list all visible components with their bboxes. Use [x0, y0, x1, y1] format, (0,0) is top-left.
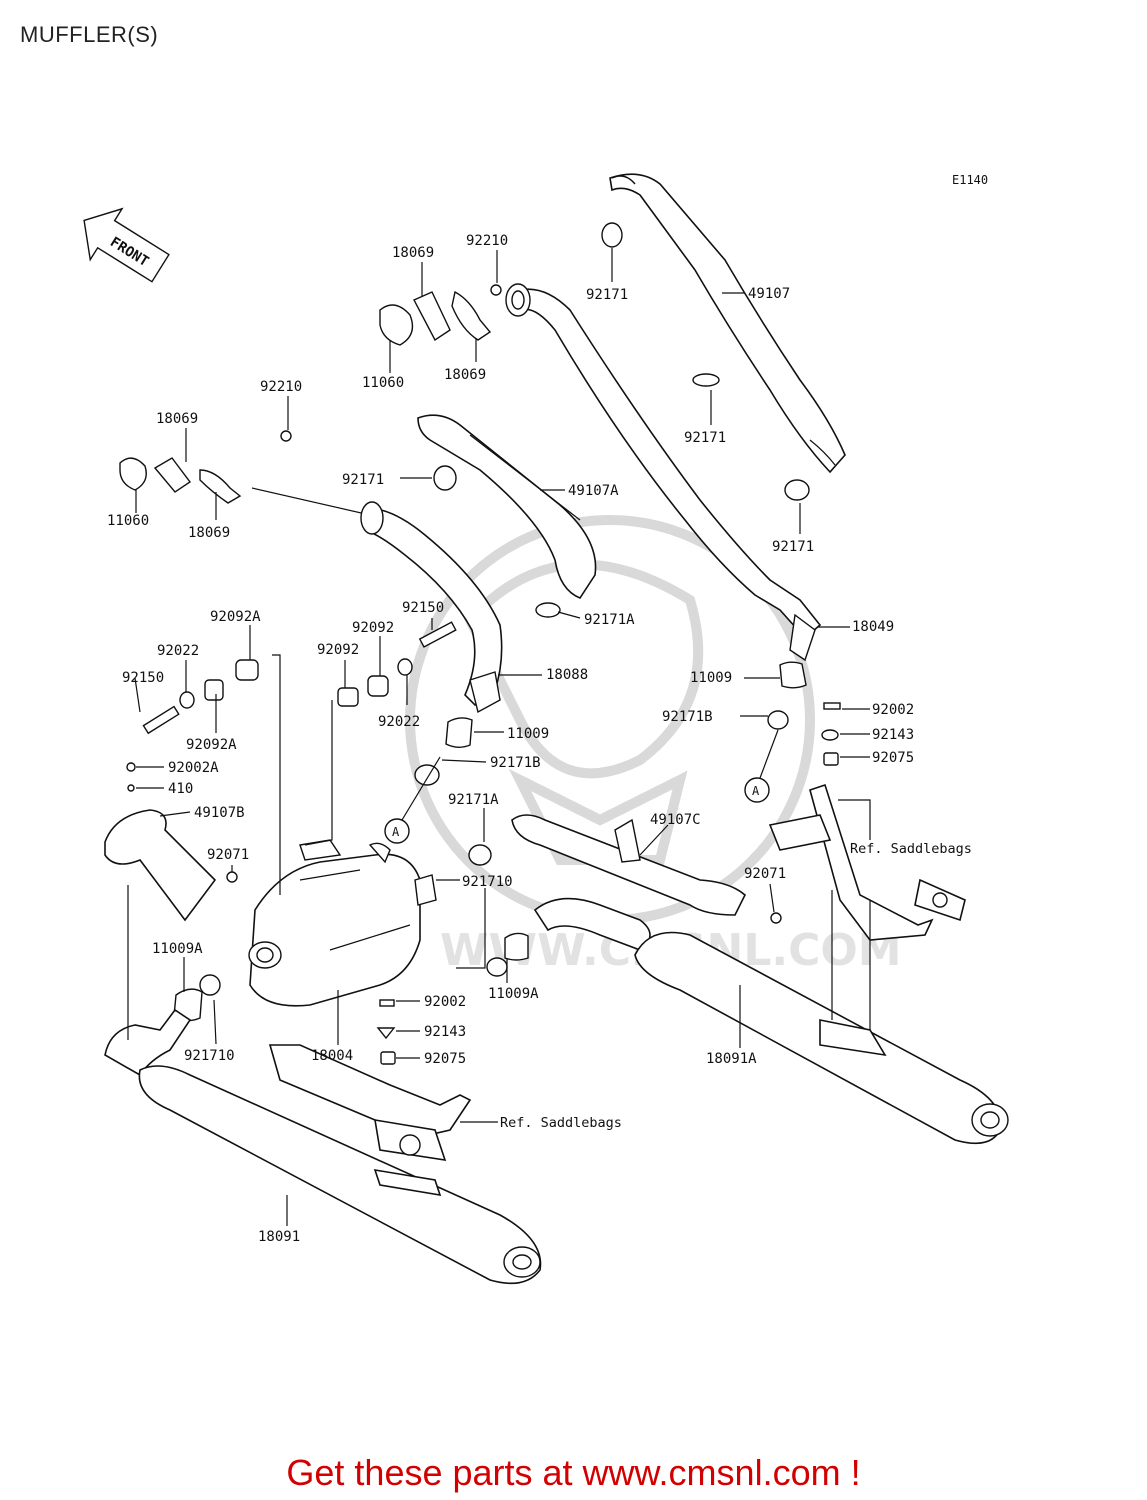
part-label: 49107 [748, 286, 790, 302]
part-label: 92143 [872, 727, 914, 743]
part-label: 92150 [402, 600, 444, 616]
part-label: 18069 [188, 525, 230, 541]
part-label: 92092A [186, 737, 237, 753]
callout-a-left: A [392, 825, 400, 839]
part-label: 49107A [568, 483, 619, 499]
footer-link[interactable]: Get these parts at www.cmsnl.com ! [286, 1452, 861, 1493]
flange-group-upper [379, 284, 502, 346]
exhaust-pipe-18088 [119, 430, 503, 714]
part-label: 92171 [586, 287, 628, 303]
part-label: 92171B [490, 755, 541, 771]
part-label: 18069 [156, 411, 198, 427]
part-label: 92022 [157, 643, 199, 659]
part-label: 92022 [378, 714, 420, 730]
bracket-left [268, 999, 472, 1197]
part-label: 18049 [852, 619, 894, 635]
part-label: 18091 [258, 1229, 300, 1245]
ref-saddlebags-left: Ref. Saddlebags [500, 1115, 622, 1131]
part-label: 18069 [444, 367, 486, 383]
part-label: 92002A [168, 760, 219, 776]
part-label: 92171 [772, 539, 814, 555]
part-label: 92092 [317, 642, 359, 658]
exhaust-pipe-18049 [505, 283, 822, 662]
part-label: 410 [168, 781, 193, 797]
part-label: 92071 [744, 866, 786, 882]
part-label: 92071 [207, 847, 249, 863]
leader-lines [134, 248, 871, 1226]
muffler-18091A [533, 897, 1009, 1145]
part-label: 92002 [424, 994, 466, 1010]
part-label: 92075 [872, 750, 914, 766]
part-label: 11009A [488, 986, 539, 1002]
part-label: 49107B [194, 805, 245, 821]
part-label: 11009A [152, 941, 203, 957]
part-label: 92002 [872, 702, 914, 718]
part-label: 92171 [684, 430, 726, 446]
part-label: 92171A [584, 612, 635, 628]
heat-shield-49107A [417, 414, 597, 599]
part-label: 11060 [107, 513, 149, 529]
heat-shield-49107C [511, 814, 782, 924]
part-label: 92210 [260, 379, 302, 395]
sleeves [173, 717, 529, 1022]
bracket-right [768, 702, 966, 1057]
part-label: 92075 [424, 1051, 466, 1067]
part-label: 11060 [362, 375, 404, 391]
part-label: 11009 [507, 726, 549, 742]
heat-shield-49107B [104, 809, 238, 922]
part-label: 92092A [210, 609, 261, 625]
part-label: 92171B [662, 709, 713, 725]
part-label: 92171 [342, 472, 384, 488]
clamp-icons [199, 222, 810, 996]
exhaust-pipe-49107 [609, 173, 846, 474]
sleeve-11009-right [779, 661, 807, 689]
mount-hardware-left [126, 621, 457, 792]
part-label: 921710 [184, 1048, 235, 1064]
part-label: 49107C [650, 812, 701, 828]
callout-a-marks: A A [384, 729, 779, 844]
muffler-box-18004 [248, 839, 437, 1007]
part-label: 18069 [392, 245, 434, 261]
part-label: 11009 [690, 670, 732, 686]
muffler-18091 [104, 885, 542, 1285]
part-labels: 18069 92210 92171 49107 11060 18069 9217… [107, 233, 914, 1245]
watermark-logo: WWW.CMSNL.COM [405, 515, 902, 976]
part-label: 92092 [352, 620, 394, 636]
part-label: 18004 [311, 1048, 353, 1064]
part-label: 92171A [448, 792, 499, 808]
callout-a-right: A [752, 784, 760, 798]
part-label: 92143 [424, 1024, 466, 1040]
part-label: 921710 [462, 874, 513, 890]
front-arrow-icon: FRONT [83, 207, 170, 283]
part-label: 18091A [706, 1051, 757, 1067]
page-title: MUFFLER(S) [20, 22, 159, 47]
part-label: 92150 [122, 670, 164, 686]
part-label: 18088 [546, 667, 588, 683]
diagram-code: E1140 [952, 173, 988, 187]
part-label: 92210 [466, 233, 508, 249]
ref-saddlebags-right: Ref. Saddlebags [850, 841, 972, 857]
